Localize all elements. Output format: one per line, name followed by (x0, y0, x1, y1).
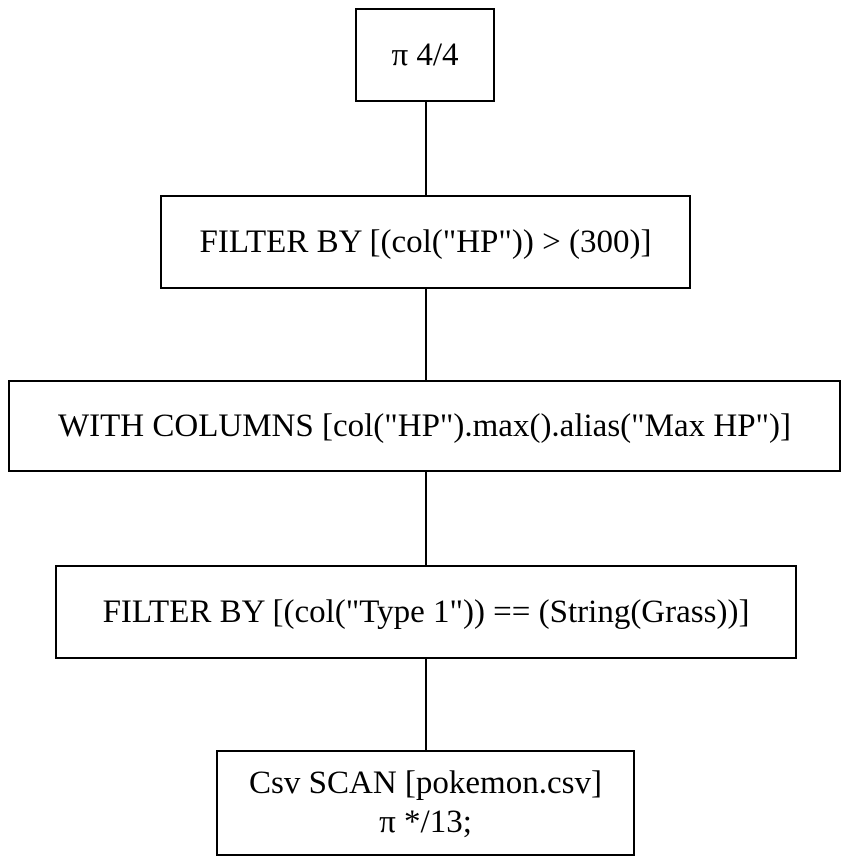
edge-with-columns-to-filter-type (425, 472, 427, 565)
filter-type-node-label: FILTER BY [(col("Type 1")) == (String(Gr… (102, 593, 750, 630)
filter-hp-node: FILTER BY [(col("HP")) > (300)] (160, 195, 691, 289)
edge-filter-hp-to-with-columns (425, 289, 427, 380)
with-columns-node-label: WITH COLUMNS [col("HP").max().alias("Max… (58, 407, 791, 444)
filter-type-node: FILTER BY [(col("Type 1")) == (String(Gr… (55, 565, 797, 659)
with-columns-node: WITH COLUMNS [col("HP").max().alias("Max… (8, 380, 841, 472)
csv-scan-node-label: Csv SCAN [pokemon.csv] (249, 765, 602, 802)
edge-projection-to-filter-hp (425, 102, 427, 195)
csv-scan-node: Csv SCAN [pokemon.csv] π */13; (216, 750, 635, 856)
projection-node: π 4/4 (355, 8, 495, 102)
projection-node-label: π 4/4 (391, 36, 459, 73)
edge-filter-type-to-csv-scan (425, 659, 427, 750)
csv-scan-node-projection: π */13; (379, 804, 472, 840)
filter-hp-node-label: FILTER BY [(col("HP")) > (300)] (199, 223, 652, 260)
